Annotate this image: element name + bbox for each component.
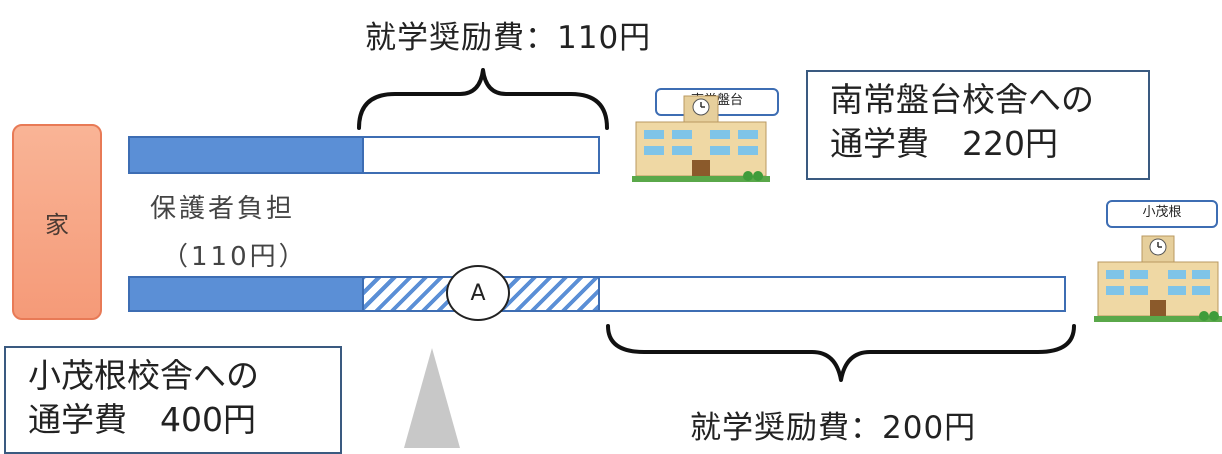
school-building-icon-lower bbox=[1094, 235, 1222, 322]
school-tag-lower: 小茂根 bbox=[1106, 200, 1218, 228]
guardian-burden-amount: （110円） bbox=[162, 242, 308, 272]
lower-fare-box: 小茂根校舎への 通学費 400円 bbox=[4, 346, 342, 454]
lower-subsidy-label: 就学奨励費：200円 bbox=[690, 410, 977, 446]
upper-fare-line1: 南常盤台校舎への bbox=[830, 80, 1094, 119]
upper-brace-icon bbox=[357, 68, 609, 130]
circle-a-marker: A bbox=[446, 265, 510, 321]
upper-fare-line2: 通学費 220円 bbox=[830, 124, 1058, 163]
upper-bar-subsidy-segment bbox=[362, 136, 600, 174]
school-building-icon bbox=[632, 95, 770, 182]
home-box: 家 bbox=[12, 124, 102, 320]
home-label: 家 bbox=[45, 210, 69, 239]
upper-bar-guardian-segment bbox=[128, 136, 364, 174]
pointer-triangle-icon bbox=[404, 348, 460, 448]
guardian-burden-label: 保護者負担 bbox=[150, 194, 296, 224]
lower-fare-line1: 小茂根校舎への bbox=[28, 356, 259, 395]
upper-fare-box: 南常盤台校舎への 通学費 220円 bbox=[806, 70, 1150, 180]
circle-a-label: A bbox=[470, 280, 486, 306]
lower-fare-line2: 通学費 400円 bbox=[28, 400, 256, 439]
lower-bar-subsidy-segment bbox=[598, 276, 1066, 312]
lower-brace-icon bbox=[606, 324, 1076, 382]
upper-subsidy-label: 就学奨励費：110円 bbox=[365, 20, 652, 56]
lower-bar-guardian-segment bbox=[128, 276, 364, 312]
